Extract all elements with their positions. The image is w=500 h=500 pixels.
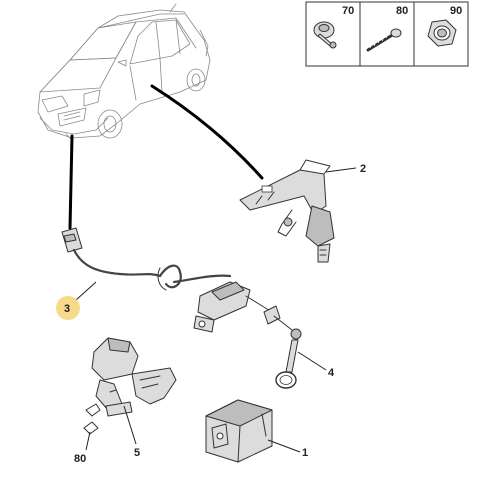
hardware-table: 70 80 90 — [305, 1, 469, 67]
washer-screw-icon — [313, 21, 337, 49]
hardware-cell-80[interactable]: 80 — [366, 5, 408, 52]
hex-nut-icon — [427, 19, 457, 47]
callout-80[interactable]: 80 — [74, 453, 86, 465]
callout-1[interactable]: 1 — [302, 447, 308, 459]
front-sensor-pointer — [68, 134, 74, 230]
leader-item-3 — [75, 281, 97, 301]
callout-2[interactable]: 2 — [360, 163, 366, 175]
sensor-mount[interactable] — [83, 337, 177, 435]
callout-5[interactable]: 5 — [134, 447, 140, 459]
wiring-harness[interactable] — [61, 227, 232, 291]
leader-item-2 — [325, 167, 357, 173]
highlight-badge — [56, 296, 80, 320]
sensor-bracket[interactable] — [239, 159, 335, 263]
tapping-screw-icon — [366, 28, 402, 52]
hardware-ref-70: 70 — [342, 5, 354, 17]
leader-item-4 — [297, 351, 327, 371]
hardware-ref-80: 80 — [396, 5, 408, 17]
leader-item-5 — [123, 405, 137, 445]
hardware-ref-90: 90 — [450, 5, 462, 17]
leader-item-1 — [267, 439, 301, 453]
callout-4[interactable]: 4 — [328, 367, 335, 379]
control-module[interactable] — [205, 399, 273, 463]
hardware-cell-90[interactable]: 90 — [427, 5, 462, 47]
rear-sensor-pointer — [150, 84, 264, 180]
leader-item-80 — [85, 431, 91, 451]
hardware-cell-70[interactable]: 70 — [313, 5, 354, 49]
height-sensor-linkage[interactable] — [193, 281, 302, 389]
callout-3[interactable]: 3 — [64, 303, 70, 315]
vehicle-illustration — [37, 3, 211, 141]
